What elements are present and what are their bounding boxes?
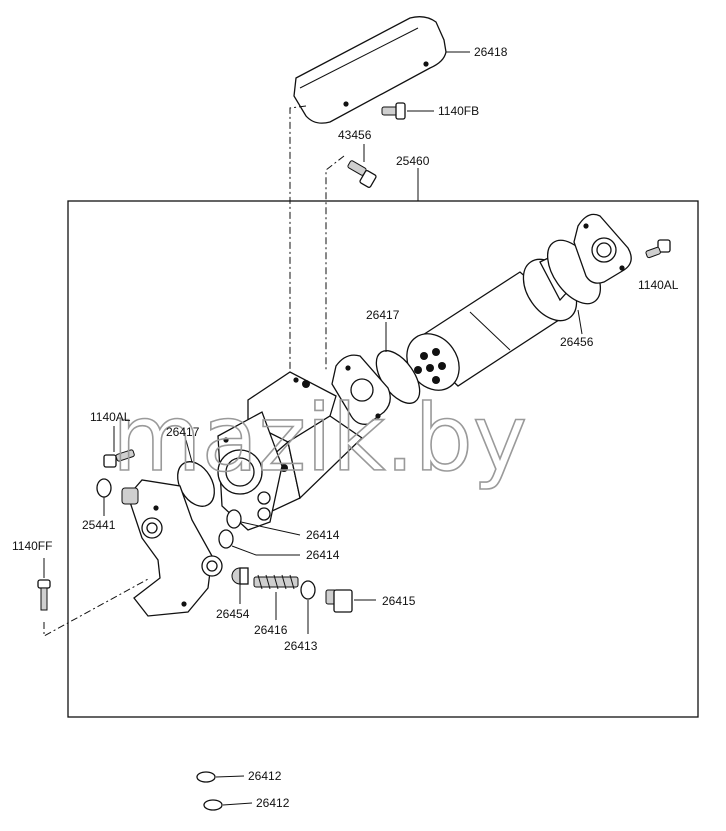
- bolt-43456: [347, 144, 377, 188]
- o-ring-26412-b: [203, 799, 223, 811]
- bolt-1140al-right: [645, 239, 671, 259]
- leader-26412-b: [222, 802, 253, 806]
- label-26454: 26454: [216, 607, 250, 621]
- outlet-flange: [573, 213, 632, 284]
- guide-line-1140ff: [43, 577, 151, 637]
- guide-line-shield-right: [325, 155, 345, 372]
- bolt-1140fb: [381, 102, 434, 120]
- sleeve-26454: [231, 567, 249, 604]
- plug-26415: [325, 589, 376, 613]
- o-ring-26414-b: [218, 529, 234, 549]
- o-ring-26414-a: [226, 509, 242, 529]
- leader-26456: [577, 309, 583, 335]
- label-26412-b: 26412: [256, 796, 290, 810]
- label-26417-top: 26417: [366, 308, 400, 322]
- spring-26416: [253, 574, 299, 620]
- water-pipe: [121, 479, 223, 617]
- label-26414-b: 26414: [306, 548, 340, 562]
- label-26456: 26456: [560, 335, 594, 349]
- mounting-bracket: [247, 371, 364, 513]
- label-43456: 43456: [338, 128, 372, 142]
- leader-26417-left: [185, 439, 193, 463]
- leader-26414-b: [231, 545, 257, 556]
- label-25441: 25441: [82, 518, 116, 532]
- label-1140al-right: 1140AL: [638, 278, 679, 292]
- label-1140fb: 1140FB: [438, 104, 479, 118]
- washer-26413: [300, 580, 316, 600]
- label-26417-left: 26417: [166, 425, 200, 439]
- label-26414-a: 26414: [306, 528, 340, 542]
- o-ring-25441: [96, 478, 112, 498]
- label-25460: 25460: [396, 154, 430, 168]
- label-1140al-left: 1140AL: [90, 410, 131, 424]
- bolt-1140ff: [37, 558, 51, 611]
- label-26413: 26413: [284, 639, 318, 653]
- label-26418: 26418: [474, 45, 508, 59]
- label-1140ff: 1140FF: [12, 539, 52, 553]
- heat-shield-part: [293, 16, 470, 124]
- leader-26414-a: [240, 521, 301, 536]
- bolt-1140al-left: [103, 426, 135, 468]
- leader-26412-a: [215, 775, 245, 778]
- inlet-flange: [217, 411, 283, 531]
- o-ring-26412-a: [196, 771, 216, 783]
- assembly-frame: [67, 200, 699, 718]
- label-26415: 26415: [382, 594, 416, 608]
- middle-flange: [331, 354, 391, 425]
- guide-line-shield-left: [289, 105, 307, 440]
- label-26412-a: 26412: [248, 769, 282, 783]
- label-26416: 26416: [254, 623, 288, 637]
- watermark-text: mazik.by: [112, 385, 527, 492]
